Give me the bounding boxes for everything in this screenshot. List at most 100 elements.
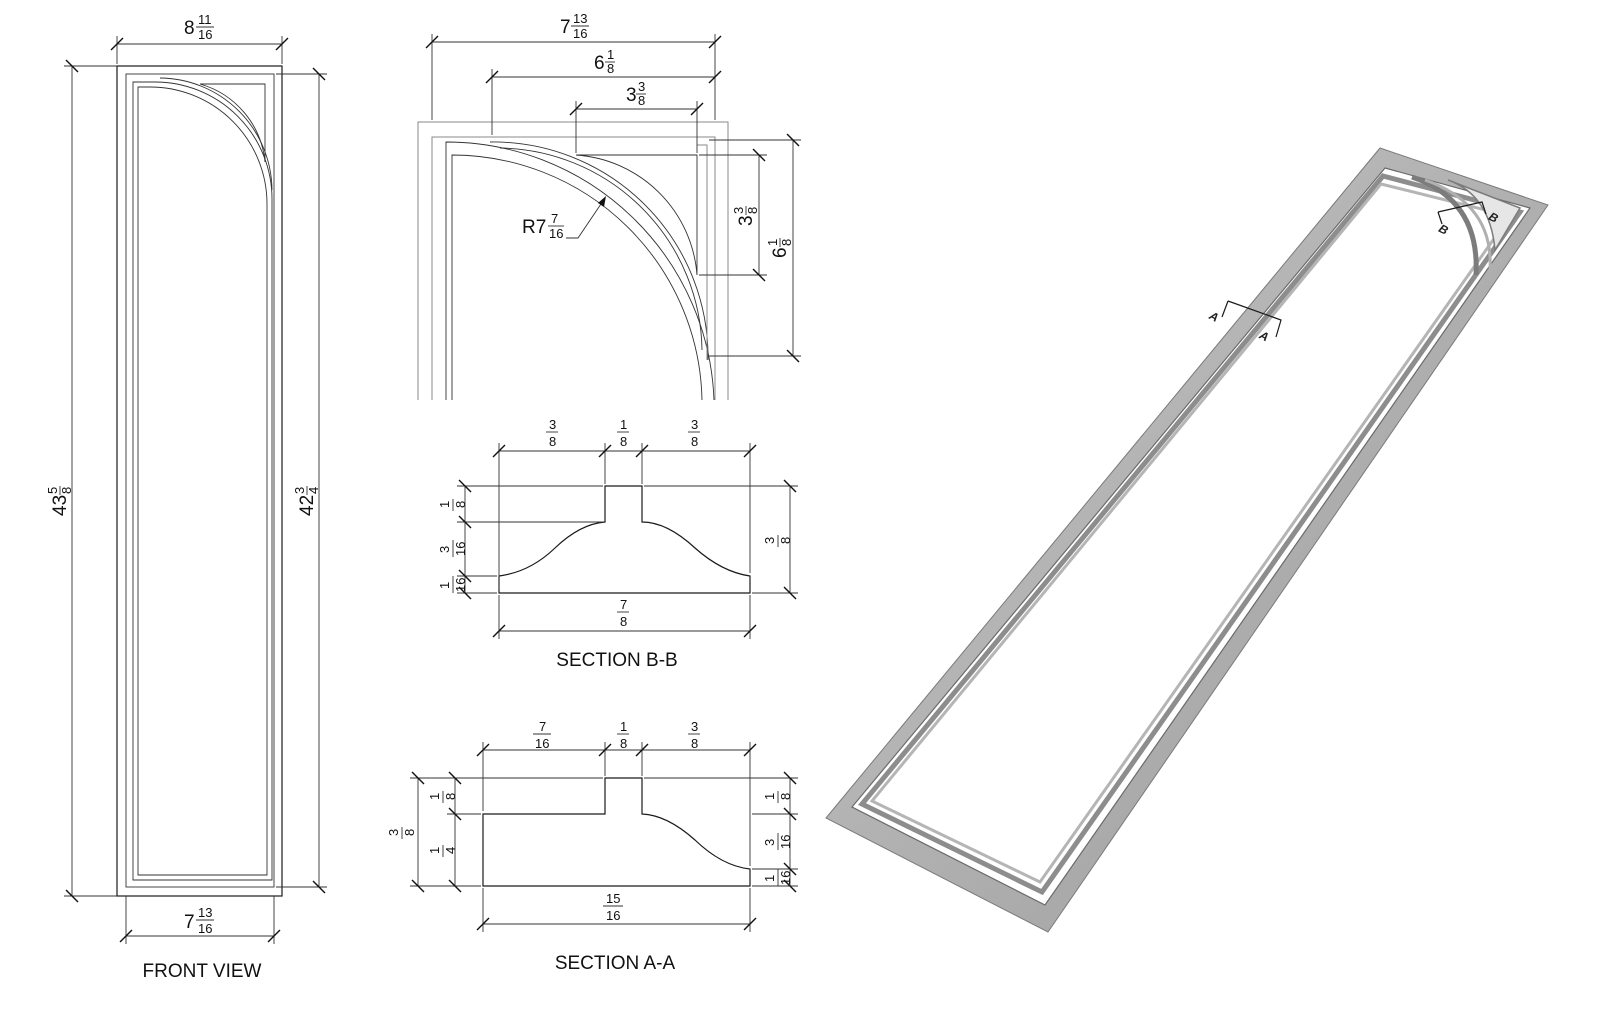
svg-text:1: 1 (620, 417, 627, 432)
corner-inner-height-label: 3 3 8 (731, 206, 760, 226)
svg-text:5: 5 (45, 487, 60, 494)
svg-text:8: 8 (184, 18, 195, 39)
svg-text:16: 16 (549, 226, 563, 241)
corner-inner-width-label: 3 3 8 (626, 79, 646, 108)
radius-label: R7 7 16 (522, 211, 564, 241)
svg-text:7: 7 (620, 597, 627, 612)
svg-text:16: 16 (573, 26, 587, 41)
front-inner-height-label: 42 3 4 (292, 486, 321, 516)
svg-text:16: 16 (453, 542, 468, 556)
svg-text:16: 16 (198, 921, 212, 936)
bb-top-mid-label: 1 8 (617, 417, 629, 449)
corner-arc-height-label: 6 1 8 (765, 238, 794, 258)
front-height-label: 43 5 8 (45, 486, 74, 516)
svg-text:43: 43 (50, 495, 71, 516)
svg-text:3: 3 (762, 839, 777, 846)
svg-text:8: 8 (638, 93, 645, 108)
bb-bottom-label: 7 8 (617, 597, 629, 629)
svg-text:8: 8 (402, 829, 417, 836)
svg-text:16: 16 (778, 871, 793, 885)
svg-text:7: 7 (184, 912, 195, 933)
aa-left-outer-label: 3 8 (386, 827, 417, 839)
svg-text:8: 8 (443, 793, 458, 800)
svg-text:42: 42 (297, 495, 318, 516)
front-view: 8 11 16 7 13 16 43 5 8 (45, 12, 327, 982)
aa-right-1-label: 1 8 (762, 791, 793, 803)
svg-text:11: 11 (198, 12, 212, 27)
svg-text:1: 1 (762, 793, 777, 800)
svg-text:8: 8 (778, 537, 793, 544)
section-bb: 3 8 1 8 3 8 1 8 3 16 (437, 417, 798, 671)
svg-text:3: 3 (691, 719, 698, 734)
svg-text:16: 16 (606, 908, 620, 923)
svg-text:3: 3 (437, 546, 452, 553)
svg-text:16: 16 (453, 578, 468, 592)
corner-detail: 7 13 16 6 1 8 3 3 8 (417, 11, 801, 401)
front-bottom-width-label: 7 13 16 (184, 905, 214, 936)
svg-text:1: 1 (427, 847, 442, 854)
svg-text:3: 3 (292, 487, 307, 494)
svg-text:3: 3 (736, 215, 757, 226)
svg-text:3: 3 (762, 537, 777, 544)
svg-text:3: 3 (626, 85, 637, 106)
svg-text:3: 3 (386, 829, 401, 836)
svg-text:8: 8 (549, 434, 556, 449)
svg-text:8: 8 (59, 487, 74, 494)
svg-text:1: 1 (762, 875, 777, 882)
svg-text:16: 16 (198, 27, 212, 42)
aa-top-right-label: 3 8 (688, 719, 700, 751)
svg-text:16: 16 (535, 736, 549, 751)
svg-text:1: 1 (620, 719, 627, 734)
svg-text:8: 8 (620, 434, 627, 449)
section-mark-a-1: A (1206, 308, 1221, 325)
aa-top-mid-label: 1 8 (617, 719, 629, 751)
svg-text:8: 8 (607, 61, 614, 76)
svg-text:13: 13 (198, 905, 212, 920)
svg-text:8: 8 (779, 239, 794, 246)
corner-arc-width-label: 6 1 8 (594, 47, 615, 76)
isometric-view: A A B B (825, 147, 1549, 933)
svg-text:8: 8 (691, 434, 698, 449)
svg-text:15: 15 (606, 891, 620, 906)
aa-right-3-label: 1 16 (762, 869, 793, 886)
aa-top-left-label: 7 16 (533, 719, 551, 751)
svg-text:4: 4 (306, 487, 321, 494)
svg-text:1: 1 (765, 239, 780, 246)
svg-text:1: 1 (607, 47, 614, 62)
svg-text:6: 6 (594, 53, 605, 74)
svg-text:1: 1 (427, 793, 442, 800)
svg-text:3: 3 (549, 417, 556, 432)
section-bb-caption: SECTION B-B (556, 650, 677, 671)
corner-overall-label: 7 13 16 (560, 11, 589, 41)
svg-text:1: 1 (437, 582, 452, 589)
svg-text:3: 3 (731, 207, 746, 214)
aa-bottom-label: 15 16 (603, 891, 623, 923)
svg-text:8: 8 (691, 736, 698, 751)
bb-top-right-label: 3 8 (688, 417, 700, 449)
svg-text:R7: R7 (522, 217, 546, 238)
svg-text:3: 3 (691, 417, 698, 432)
bb-left-2-label: 3 16 (437, 540, 468, 557)
section-aa: 7 16 1 8 3 8 3 8 1 (386, 719, 798, 974)
svg-text:3: 3 (638, 79, 645, 94)
bb-right-height-label: 3 8 (762, 535, 793, 547)
front-top-width-label: 8 11 16 (184, 12, 214, 42)
svg-text:1: 1 (437, 501, 452, 508)
bb-top-left-label: 3 8 (546, 417, 558, 449)
bb-left-1-label: 1 8 (437, 499, 468, 511)
svg-text:13: 13 (573, 11, 587, 26)
svg-text:8: 8 (453, 501, 468, 508)
aa-right-2-label: 3 16 (762, 833, 793, 850)
svg-text:6: 6 (770, 247, 791, 258)
front-view-caption: FRONT VIEW (143, 961, 262, 982)
aa-left-1-label: 1 8 (427, 791, 458, 803)
svg-text:7: 7 (539, 719, 546, 734)
svg-text:8: 8 (620, 736, 627, 751)
section-aa-caption: SECTION A-A (555, 953, 676, 974)
svg-text:8: 8 (745, 207, 760, 214)
svg-text:7: 7 (551, 211, 558, 226)
svg-text:4: 4 (443, 847, 458, 854)
svg-text:7: 7 (560, 17, 571, 38)
svg-text:8: 8 (778, 793, 793, 800)
